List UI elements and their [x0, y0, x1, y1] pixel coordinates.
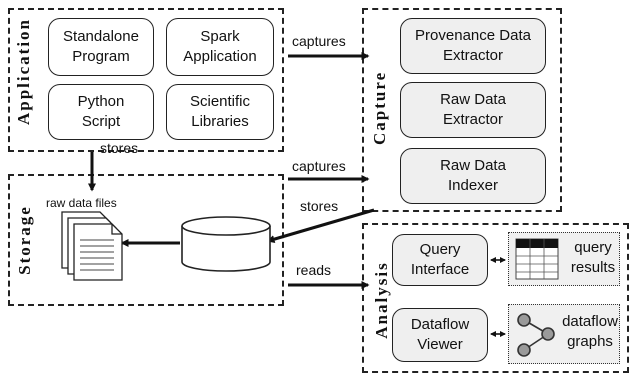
reads-label: reads	[296, 262, 332, 278]
storage-zone-label: Storage	[15, 205, 34, 275]
application-zone-label: Application	[14, 17, 33, 125]
dataflow-graphs-label: dataflow graphs	[562, 313, 618, 350]
query-results-label: query results	[570, 239, 616, 276]
capture-zone	[362, 8, 562, 212]
monetdb-label: MonetDB	[193, 233, 257, 250]
captures-top-label: captures	[292, 33, 346, 49]
dataflow-viewer-box: Dataflow Viewer	[392, 308, 488, 362]
application-zone	[8, 8, 284, 152]
raw-data-indexer-box: Raw Data Indexer	[400, 148, 546, 204]
spark-application-box: Spark Application	[166, 18, 274, 76]
raw-data-files-label: raw data files	[46, 196, 117, 210]
query-interface-box: Query Interface	[392, 234, 488, 286]
captures-mid-label: captures	[292, 158, 346, 174]
scientific-libraries-box: Scientific Libraries	[166, 84, 274, 140]
python-script-box: Python Script	[48, 84, 154, 140]
stores-capture-label: stores	[300, 198, 339, 214]
provenance-data-extractor-box: Provenance Data Extractor	[400, 18, 546, 74]
stores-app-label: stores	[100, 140, 139, 156]
analysis-zone-label: Analysis	[372, 261, 391, 339]
raw-data-extractor-box: Raw Data Extractor	[400, 82, 546, 138]
analysis-zone	[362, 223, 629, 373]
capture-zone-label: Capture	[370, 70, 389, 145]
standalone-program-box: Standalone Program	[48, 18, 154, 76]
